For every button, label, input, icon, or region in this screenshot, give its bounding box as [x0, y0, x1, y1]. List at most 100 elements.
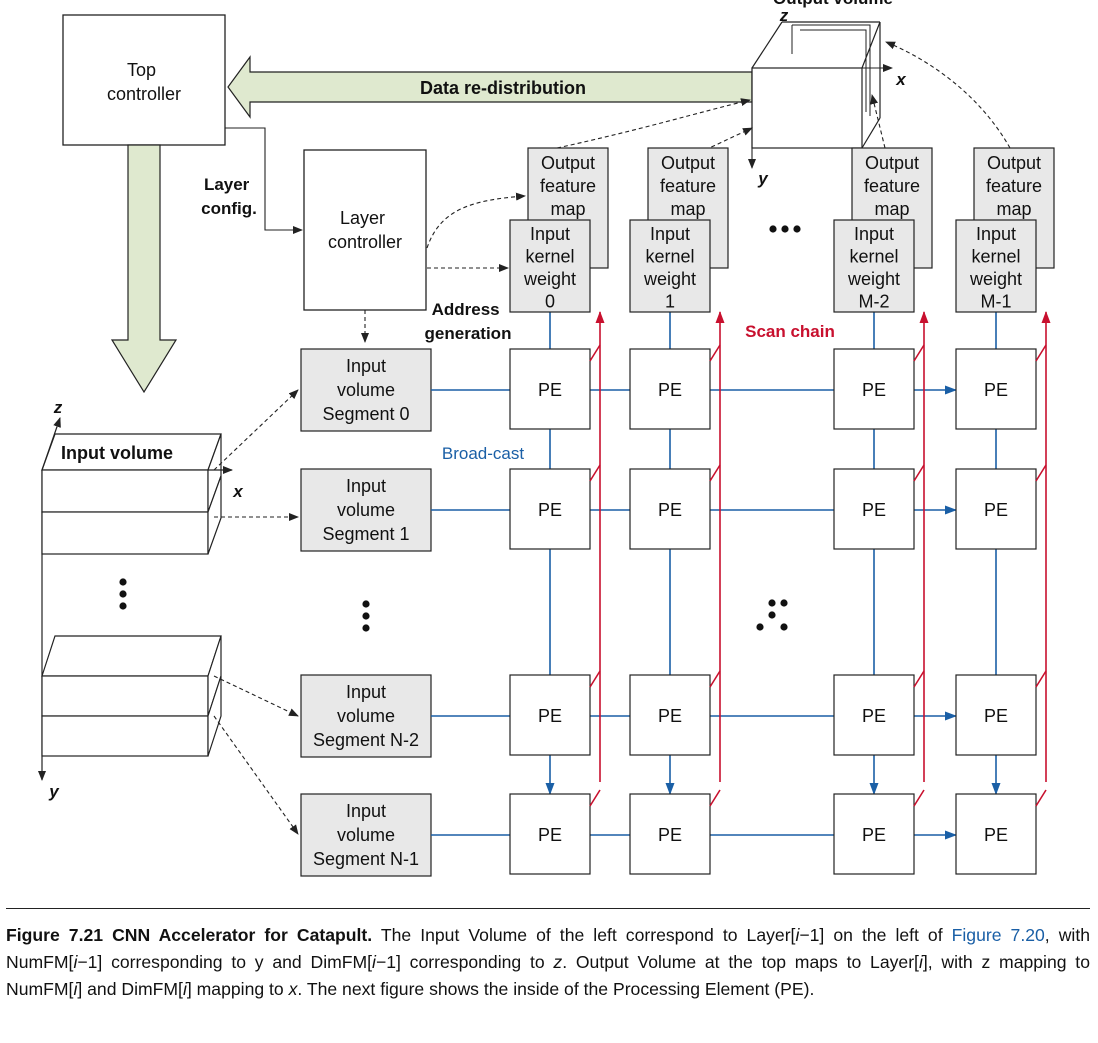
caption-index-5: i — [73, 979, 78, 999]
figure-title: CNN Accelerator for Catapult. — [112, 925, 373, 945]
caption-index-2: i — [73, 952, 78, 972]
scan-chain-tap-3-3 — [1035, 789, 1047, 807]
pe-box-1-0 — [509, 468, 591, 550]
pe-box-0-3 — [955, 348, 1037, 430]
pe-label-2-1: PE — [658, 706, 682, 726]
pe-box-3-3 — [955, 793, 1037, 875]
layer-controller-line2: controller — [328, 232, 402, 252]
caption-x: x — [288, 979, 298, 999]
layer-controller: Layer controller Address generation — [303, 149, 526, 343]
input-axis-x: x — [232, 482, 244, 501]
svg-text:Address generation: Address generation — [425, 300, 512, 343]
layer-config-line2: config. — [201, 199, 257, 218]
output-map-label-3-line: feature — [986, 176, 1042, 196]
output-map-label-2-line: map — [874, 199, 909, 219]
output-map-label-1-line: feature — [660, 176, 716, 196]
output-map-label-0-line: Output — [541, 153, 595, 173]
top-controller: Top controller — [62, 14, 226, 146]
kernel-weight-label-3-line: kernel — [971, 247, 1020, 267]
pe-box-2-2 — [833, 674, 915, 756]
pe-label-2-0: PE — [538, 706, 562, 726]
kernel-weight-label-1-line: weight — [643, 269, 696, 289]
output-map-label-1: Output feature map — [660, 153, 716, 219]
kernel-weight-box-0 — [509, 219, 591, 313]
output-axis-z: z — [779, 6, 789, 25]
kernel-weight-label-2-line: weight — [847, 269, 900, 289]
output-map-label-0-line: feature — [540, 176, 596, 196]
kernel-weight-box-1 — [629, 219, 711, 313]
kernel-weight-label-3-line: M-1 — [981, 292, 1012, 312]
output-map-label-1-line: map — [670, 199, 705, 219]
distribution-down-arrow — [110, 144, 178, 394]
segment-box-1 — [300, 468, 432, 552]
caption-index-6: i — [182, 979, 187, 999]
output-map-label-3-line: map — [996, 199, 1031, 219]
segment-label-3-line: Input — [346, 801, 386, 821]
figure-link[interactable]: Figure 7.20 — [951, 925, 1045, 945]
kernel-weight-label-2-line: kernel — [849, 247, 898, 267]
segment-label-1-line: Segment 1 — [322, 524, 409, 544]
segment-label-3-line: volume — [337, 825, 395, 845]
kernel-weight-label-1-line: 1 — [665, 292, 675, 312]
caption-index-1: i — [795, 925, 800, 945]
pe-label-3-2: PE — [862, 825, 886, 845]
scan-chain-tap-0-2 — [913, 344, 925, 362]
scan-chain-tap-0-1 — [709, 344, 721, 362]
figure-label: Figure 7.21 — [6, 925, 104, 945]
scan-chain-tap-3-1 — [709, 789, 721, 807]
caption-text-2: −1] on the left of — [799, 925, 952, 945]
caption-text-7: ], with z mapping to NumFM[ — [6, 952, 1090, 999]
kernel-weight-label-0-line: weight — [523, 269, 576, 289]
caption-divider — [6, 908, 1090, 909]
scan-chain-label: Scan chain — [745, 322, 835, 341]
pe-label-3-1: PE — [658, 825, 682, 845]
input-axis-y: y — [48, 782, 60, 801]
scan-chain-tap-0-3 — [1035, 344, 1047, 362]
caption-text-5: −1] corresponding to — [375, 952, 554, 972]
address-generation-line2: generation — [425, 324, 512, 343]
segment-label-3-line: Segment N-1 — [313, 849, 419, 869]
pe-box-3-0 — [509, 793, 591, 875]
pe-box-0-2 — [833, 348, 915, 430]
kernel-weight-label-2-line: M-2 — [859, 292, 890, 312]
caption-text-3: , with NumFM[ — [6, 925, 1091, 972]
segment-label-2-line: Input — [346, 682, 386, 702]
output-map-label-2-line: feature — [864, 176, 920, 196]
pe-label-1-1: PE — [658, 500, 682, 520]
segment-label-2-line: volume — [337, 706, 395, 726]
scan-chain-tap-2-1 — [709, 670, 721, 688]
scan-chain-tap-2-3 — [1035, 670, 1047, 688]
layer-controller-line1: Layer — [340, 208, 385, 228]
grid-ellipsis — [756, 599, 788, 631]
top-controller-line2: controller — [107, 84, 181, 104]
scan-chain-tap-1-2 — [913, 464, 925, 482]
pe-label-0-2: PE — [862, 380, 886, 400]
layer-config-line1: Layer — [204, 175, 250, 194]
pe-label-2-2: PE — [862, 706, 886, 726]
output-volume-label: Output volume — [773, 0, 893, 8]
pe-box-2-0 — [509, 674, 591, 756]
output-map-label-1-line: Output — [661, 153, 715, 173]
pe-label-3-0: PE — [538, 825, 562, 845]
segment-ellipsis — [362, 600, 370, 632]
cnn-accelerator-diagram: Top controller Data re-distribution Laye… — [38, 0, 1055, 877]
output-axis-y: y — [757, 169, 769, 188]
pe-label-2-3: PE — [984, 706, 1008, 726]
pe-label-1-0: PE — [538, 500, 562, 520]
caption-text-8: ] and DimFM[ — [77, 979, 183, 999]
scan-chain-tap-1-1 — [709, 464, 721, 482]
scan-chain-tap-0-0 — [589, 344, 601, 362]
vertical-ellipsis — [119, 578, 127, 610]
pe-label-1-3: PE — [984, 500, 1008, 520]
input-axis-z: z — [53, 398, 63, 417]
